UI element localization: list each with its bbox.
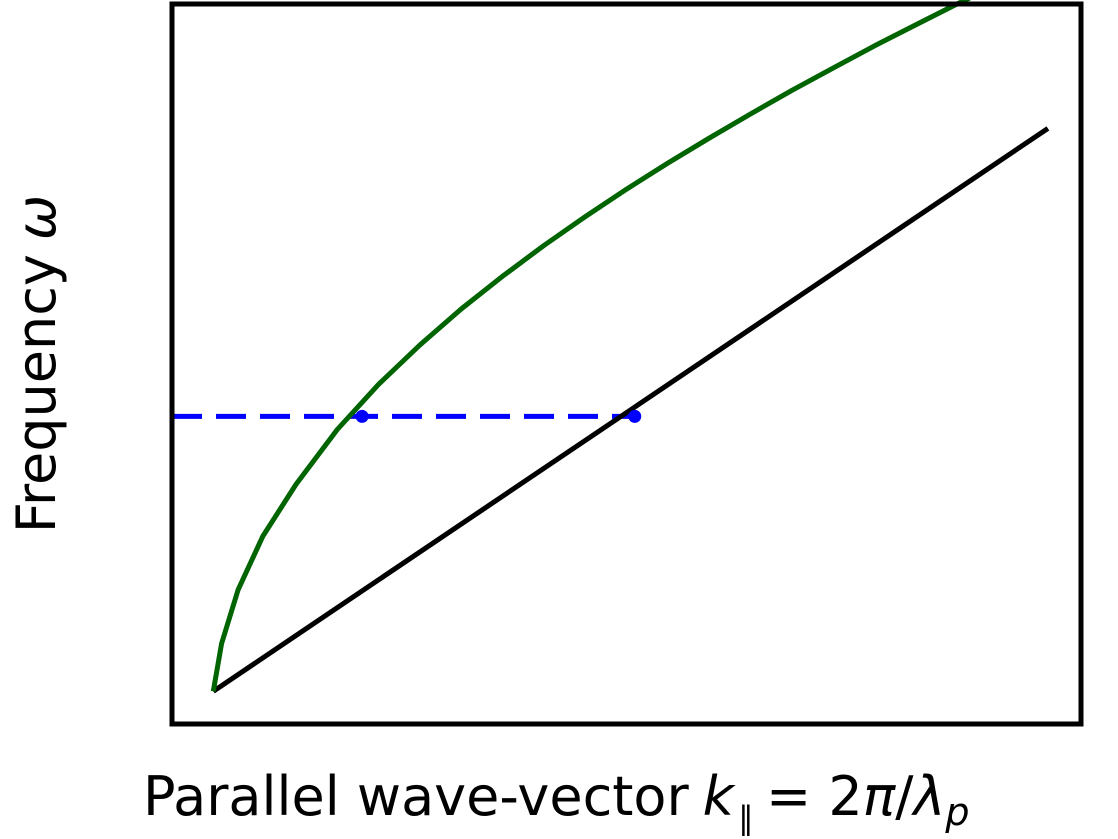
- x-axis-slash: /: [895, 765, 914, 828]
- y-axis-label-text: Frequency: [5, 254, 68, 533]
- series-curve: [210, 0, 972, 692]
- intersection-point-2: [628, 409, 642, 423]
- y-axis-label: Frequency ω: [5, 195, 68, 533]
- x-axis-symbol-lambda: λ: [910, 765, 945, 828]
- y-axis-symbol-omega: ω: [5, 195, 68, 240]
- x-axis-symbol-k: k: [703, 765, 737, 828]
- x-axis-equals-two: = 2: [766, 765, 863, 828]
- x-axis-symbol-pi: π: [863, 765, 897, 828]
- x-axis-symbol-lambda-sub: p: [944, 790, 969, 834]
- plot-layer: [172, 0, 1050, 694]
- x-axis-label-text: Parallel wave-vector: [143, 765, 689, 828]
- x-axis-symbol-parallel: ∥: [738, 799, 754, 837]
- series-line: [211, 126, 1050, 694]
- plot-frame: [169, 1, 1084, 727]
- intersection-point-1: [355, 409, 369, 423]
